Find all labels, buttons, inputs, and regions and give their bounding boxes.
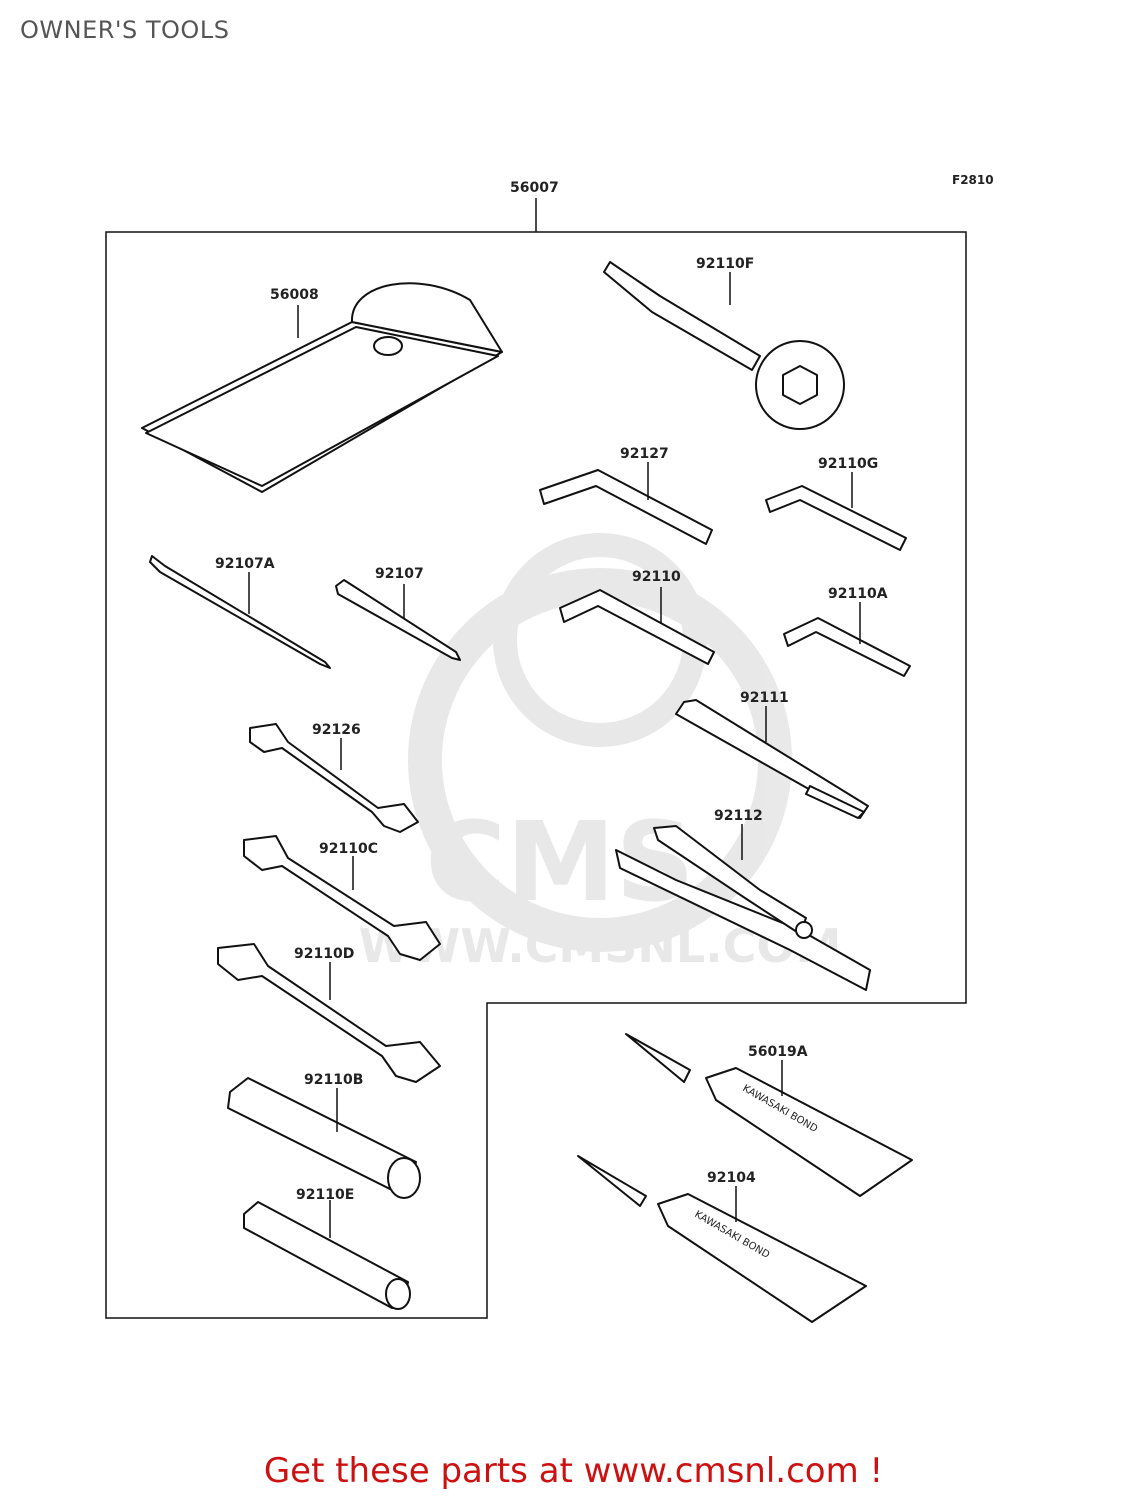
part-label-92110G[interactable]: 92110G bbox=[818, 456, 878, 472]
hex-wrench-92110[interactable] bbox=[559, 589, 715, 665]
part-label-56019A[interactable]: 56019A bbox=[748, 1044, 808, 1060]
socket-wrench-92110E[interactable] bbox=[243, 1201, 411, 1310]
kit-frame bbox=[105, 231, 967, 1319]
cms-watermark: CMS WWW.CMSNL.COM bbox=[359, 533, 841, 973]
part-label-92110E[interactable]: 92110E bbox=[296, 1187, 354, 1203]
part-label-92110F[interactable]: 92110F bbox=[696, 256, 754, 272]
figure-code: F2810 bbox=[952, 173, 994, 187]
screwdriver-92107[interactable] bbox=[335, 579, 461, 661]
footer-cta-link[interactable]: Get these parts at www.cmsnl.com ! bbox=[263, 1451, 884, 1491]
open-wrench-92110C[interactable] bbox=[243, 835, 441, 961]
open-wrench-92110D[interactable] bbox=[217, 943, 441, 1083]
handle-92111[interactable] bbox=[675, 699, 869, 819]
part-label-92126[interactable]: 92126 bbox=[312, 722, 361, 738]
watermark-brand: CMS bbox=[425, 798, 694, 926]
socket-wrench-92110B[interactable] bbox=[227, 1077, 421, 1199]
page-title: OWNER'S TOOLS bbox=[20, 16, 230, 44]
hex-wrench-92110G[interactable] bbox=[765, 485, 907, 551]
part-label-92110D[interactable]: 92110D bbox=[294, 946, 354, 962]
ring-wrench[interactable] bbox=[603, 261, 845, 430]
bond-tube-92104[interactable]: KAWASAKI BOND bbox=[577, 1155, 867, 1323]
pliers-92112[interactable] bbox=[615, 825, 871, 991]
part-label-56007[interactable]: 56007 bbox=[510, 180, 559, 196]
part-label-92110B[interactable]: 92110B bbox=[304, 1072, 363, 1088]
hex-wrench-92110A[interactable] bbox=[783, 617, 911, 677]
part-label-92111[interactable]: 92111 bbox=[740, 690, 789, 706]
part-label-92127[interactable]: 92127 bbox=[620, 446, 669, 462]
part-label-92112[interactable]: 92112 bbox=[714, 808, 763, 824]
tool-pouch[interactable] bbox=[141, 282, 503, 493]
part-label-92110C[interactable]: 92110C bbox=[319, 841, 378, 857]
part-label-92107A[interactable]: 92107A bbox=[215, 556, 275, 572]
part-label-92107[interactable]: 92107 bbox=[375, 566, 424, 582]
part-label-92104[interactable]: 92104 bbox=[707, 1170, 756, 1186]
part-label-92110[interactable]: 92110 bbox=[632, 569, 681, 585]
part-label-56008[interactable]: 56008 bbox=[270, 287, 319, 303]
hex-wrench-92127[interactable] bbox=[539, 469, 713, 545]
screwdriver-92107A[interactable] bbox=[149, 555, 331, 669]
open-wrench-92126[interactable] bbox=[249, 723, 419, 833]
part-label-92110A[interactable]: 92110A bbox=[828, 586, 888, 602]
